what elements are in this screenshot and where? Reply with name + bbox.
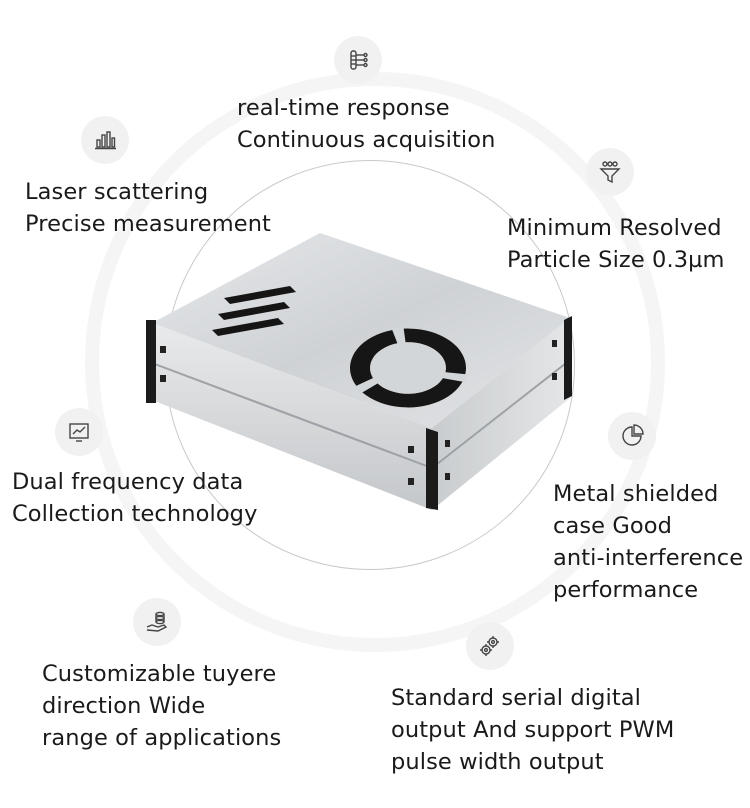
sensor-module-illustration	[146, 233, 572, 510]
filter-funnel-icon	[586, 148, 634, 196]
feature-metal-line-4: performance	[553, 577, 699, 603]
feature-tuyere-line-3: range of applications	[42, 725, 282, 751]
feature-laser-line-1: Laser scattering	[25, 179, 209, 205]
shield-pie-icon	[608, 412, 656, 460]
hand-coins-icon	[133, 598, 181, 646]
feature-particle-line-2: Particle Size 0.3µm	[507, 247, 725, 273]
feature-tuyere: Customizable tuyere direction Wide range…	[42, 658, 281, 754]
feature-particle: Minimum Resolved Particle Size 0.3µm	[507, 212, 725, 276]
feature-serial: Standard serial digital output And suppo…	[391, 682, 674, 778]
feature-serial-line-2: output And support PWM	[391, 717, 675, 743]
feature-metal: Metal shielded case Good anti-interferen…	[553, 478, 743, 606]
feature-particle-line-1: Minimum Resolved	[507, 215, 722, 241]
trend-chart-icon	[55, 408, 103, 456]
feature-metal-line-3: anti-interference	[553, 545, 744, 571]
feature-realtime-line-1: real-time response	[237, 95, 450, 121]
feature-metal-line-1: Metal shielded	[553, 481, 719, 507]
feature-metal-line-2: case Good	[553, 513, 673, 539]
bar-chart-icon	[81, 116, 129, 164]
gears-icon	[466, 622, 514, 670]
feature-realtime-line-2: Continuous acquisition	[237, 127, 496, 153]
data-flow-icon	[334, 36, 382, 84]
feature-serial-line-1: Standard serial digital	[391, 685, 641, 711]
feature-tuyere-line-1: Customizable tuyere	[42, 661, 277, 687]
feature-serial-line-3: pulse width output	[391, 749, 604, 775]
feature-dual-line-2: Collection technology	[12, 501, 258, 527]
feature-realtime: real-time response Continuous acquisitio…	[237, 92, 495, 156]
feature-dual-line-1: Dual frequency data	[12, 469, 244, 495]
feature-laser-line-2: Precise measurement	[25, 211, 271, 237]
feature-dual: Dual frequency data Collection technolog…	[12, 466, 257, 530]
feature-tuyere-line-2: direction Wide	[42, 693, 206, 719]
feature-laser: Laser scattering Precise measurement	[25, 176, 271, 240]
